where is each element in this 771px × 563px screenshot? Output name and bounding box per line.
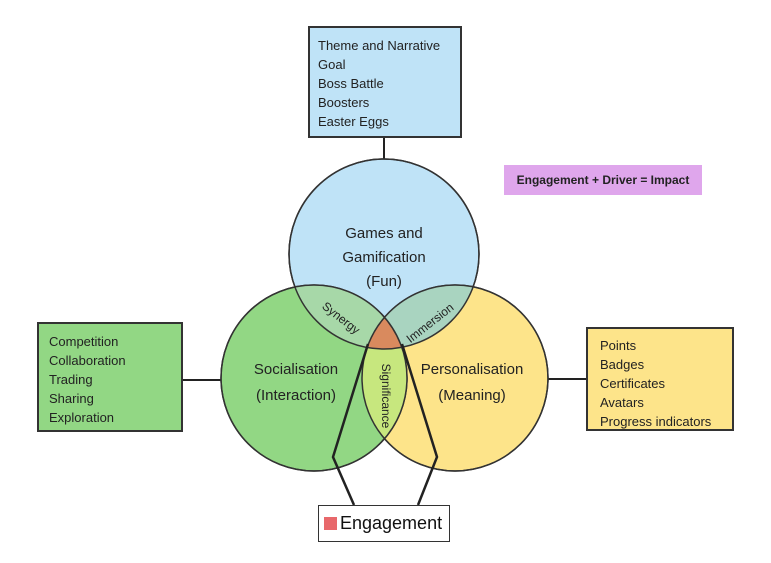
list-item: Sharing bbox=[49, 391, 94, 406]
list-item: Boss Battle bbox=[318, 76, 384, 91]
socialisation-label-1: Socialisation bbox=[254, 361, 338, 378]
personalisation-label-1: Personalisation bbox=[421, 361, 524, 378]
list-item: Theme and Narrative bbox=[318, 38, 441, 53]
list-item: Boosters bbox=[318, 95, 370, 110]
list-item: Badges bbox=[600, 357, 645, 372]
social-elements-box: Competition Collaboration Trading Sharin… bbox=[37, 322, 183, 432]
funnel-left-line bbox=[331, 343, 370, 506]
games-label-1: Games and bbox=[345, 225, 423, 242]
socialisation-label-2: (Interaction) bbox=[256, 387, 336, 404]
list-item: Certificates bbox=[600, 376, 666, 391]
engagement-label: Engagement bbox=[340, 513, 443, 533]
list-item: Progress indicators bbox=[600, 414, 712, 429]
game-elements-box: Theme and Narrative Goal Boss Battle Boo… bbox=[308, 26, 462, 138]
list-item: Exploration bbox=[49, 410, 115, 425]
list-item: Collaboration bbox=[49, 353, 126, 368]
engagement-box: Engagement bbox=[318, 505, 450, 542]
overlap-immersion bbox=[362, 285, 479, 349]
list-item: Trading bbox=[49, 372, 93, 387]
formula-label: Engagement + Driver = Impact bbox=[504, 165, 702, 195]
list-item: Goal bbox=[318, 57, 346, 72]
engagement-swatch bbox=[324, 517, 337, 530]
list-item: Competition bbox=[49, 334, 119, 349]
list-item: Points bbox=[600, 338, 637, 353]
list-item: Avatars bbox=[600, 395, 644, 410]
list-item: Easter Eggs bbox=[318, 114, 389, 129]
funnel-right-line bbox=[400, 343, 439, 506]
significance-label: Significance bbox=[379, 364, 393, 429]
personalisation-label-2: (Meaning) bbox=[438, 387, 506, 404]
games-label-3: (Fun) bbox=[366, 273, 402, 290]
personal-elements-box: Points Badges Certificates Avatars Progr… bbox=[586, 327, 734, 431]
overlap-synergy bbox=[289, 285, 407, 349]
games-label-2: Gamification bbox=[342, 249, 425, 266]
